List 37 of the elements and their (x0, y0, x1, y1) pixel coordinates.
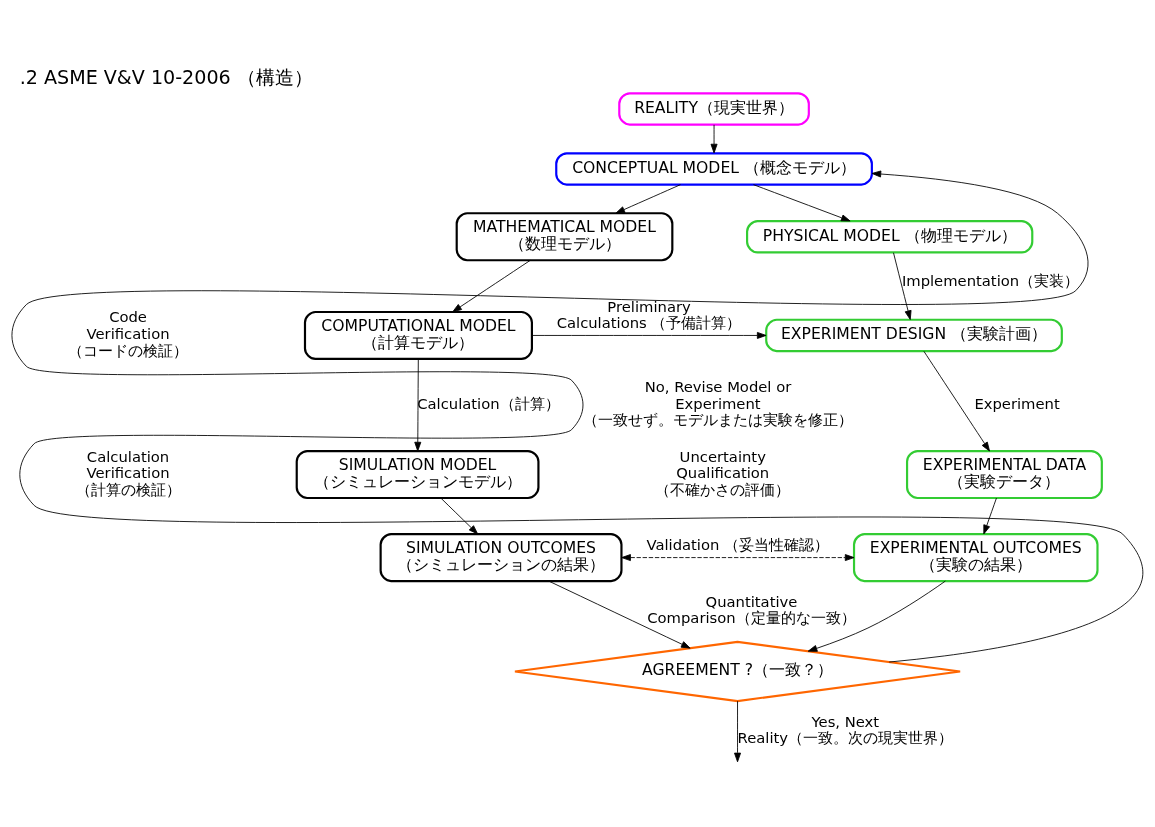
arrow (710, 123, 718, 153)
arrow (983, 497, 997, 534)
arrow (807, 580, 946, 652)
arrow (923, 350, 990, 451)
node-box: SIMULATION MODEL （シミュレーションモデル） (295, 449, 540, 499)
edge-label: Experiment (974, 394, 1060, 412)
label: Code Verification （コードの検証） (68, 307, 189, 359)
node-box: MATHEMATICAL MODEL （数理モデル） (455, 211, 674, 261)
node-box: CONCEPTUAL MODEL （概念モデル） (555, 151, 873, 186)
node-box: SIMULATION OUTCOMES （シミュレーションの結果） (379, 532, 623, 582)
arrow (621, 553, 855, 561)
arrow (734, 700, 741, 762)
edge-label: No, Revise Model or Experiment （一致せず。モデルまたは実験を修正） (582, 377, 853, 428)
edge-label: Quantitative Comparison（定量的な一致） (647, 592, 856, 626)
arrow (440, 497, 479, 534)
label: Uncertainty Qualification （不確かさの評価） (655, 447, 791, 498)
label: Calculation Verification （計算の検証） (75, 447, 181, 498)
arrow (548, 580, 691, 649)
node-box: COMPUTATIONAL MODEL （計算モデル） (303, 310, 533, 360)
arrow (531, 331, 767, 339)
arrow (893, 251, 912, 320)
arrow (414, 358, 422, 451)
edge-label: Implementation（実装） (901, 271, 1080, 289)
node-box: EXPERIMENT DESIGN （実験計画） (765, 318, 1063, 352)
node-box: PHYSICAL MODEL （物理モデル） (746, 219, 1034, 253)
arrow (615, 183, 681, 214)
node-box: EXPERIMENTAL DATA （実験データ） (906, 449, 1103, 499)
edge-label: Validation （妥当性確認） (646, 535, 830, 553)
edge-label: Preliminary Calculations （予備計算） (556, 297, 742, 331)
diagram-title: .2 ASME V&V 10-2006 （構造） (19, 65, 313, 89)
node-box: REALITY（現実世界） (618, 91, 810, 126)
arrow (452, 259, 531, 312)
edge-label: Calculation（計算） (417, 394, 560, 412)
arrow (11, 170, 1144, 662)
arrow (753, 183, 851, 221)
edge-label: Yes, Next Reality（一致。次の現実世界） (737, 712, 954, 746)
node-box: EXPERIMENTAL OUTCOMES （実験の結果） (852, 532, 1099, 582)
